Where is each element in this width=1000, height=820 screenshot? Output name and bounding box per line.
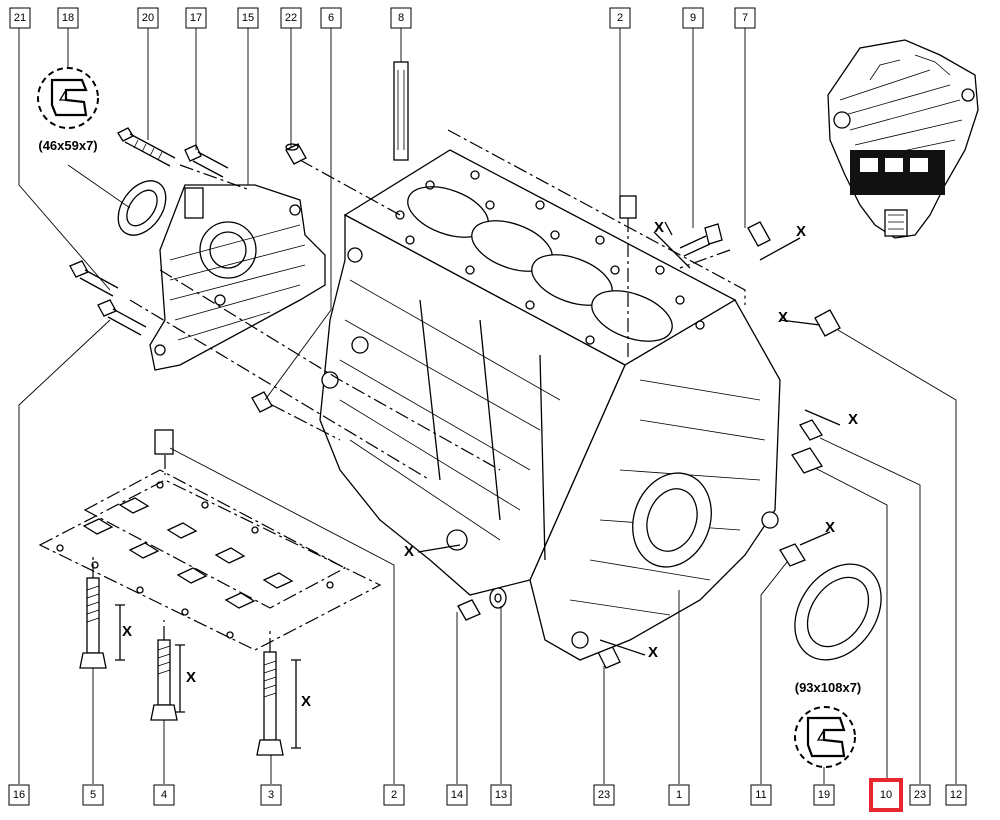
callout-23-a: 23 (593, 784, 615, 806)
dimension-marks: X X X X X X X X X X (122, 219, 858, 710)
callout-20: 20 (137, 7, 159, 29)
seal-ring-large (794, 563, 882, 661)
svg-text:1: 1 (676, 789, 682, 801)
bearing-shim-sheet (38, 469, 382, 651)
svg-text:13: 13 (495, 789, 507, 801)
bolt-21 (69, 260, 119, 297)
svg-text:18: 18 (62, 12, 74, 24)
dim-mark-sleeve-7: X (796, 223, 806, 240)
plug-14 (457, 599, 481, 621)
svg-text:11: 11 (755, 789, 766, 801)
svg-text:23: 23 (598, 789, 610, 801)
sleeve-23 (799, 419, 823, 441)
svg-text:3: 3 (268, 789, 274, 801)
svg-text:15: 15 (242, 12, 254, 24)
callout-22: 22 (280, 7, 302, 29)
bolt-9 (679, 223, 723, 257)
callout-5: 5 (82, 784, 104, 806)
svg-text:8: 8 (398, 12, 404, 24)
leader-lines (18, 28, 957, 784)
svg-text:22: 22 (285, 12, 297, 24)
dim-mark-bolt-5: X (122, 623, 132, 640)
callout-23-b: 23 (909, 784, 931, 806)
seal-size-large-label: (93x108x7) (795, 680, 862, 695)
callout-2-bottom: 2 (383, 784, 405, 806)
svg-text:17: 17 (190, 12, 202, 24)
callout-21: 21 (9, 7, 31, 29)
dim-mark-sleeve-23-bottom: X (648, 644, 658, 661)
svg-text:2: 2 (617, 12, 623, 24)
callout-7: 7 (734, 7, 756, 29)
sleeve-11 (779, 543, 806, 567)
bolt-17 (184, 144, 229, 178)
callout-18: 18 (57, 7, 79, 29)
cylinder-block (319, 149, 781, 661)
callout-8: 8 (390, 7, 412, 29)
bush-10 (791, 447, 823, 474)
bearing-bolt-5 (79, 577, 107, 669)
callout-11: 11 (750, 784, 772, 806)
seal-symbol-small (37, 67, 99, 129)
seal-symbol-large (794, 706, 856, 768)
engine-thumbnail-image (827, 39, 979, 239)
callout-12: 12 (945, 784, 967, 806)
assembly-axes (92, 129, 746, 652)
svg-text:21: 21 (14, 12, 26, 24)
callout-15: 15 (237, 7, 259, 29)
dim-mark-sleeve-12: X (778, 309, 788, 326)
callout-13: 13 (490, 784, 512, 806)
callout-4: 4 (153, 784, 175, 806)
dowel-2-top (619, 195, 637, 219)
callout-19: 19 (813, 784, 835, 806)
callout-2-top: 2 (609, 7, 631, 29)
end-cover-plate (149, 184, 326, 371)
svg-text:23: 23 (914, 789, 926, 801)
dim-mark-block: X (404, 543, 414, 560)
callout-6: 6 (320, 7, 342, 29)
svg-text:10: 10 (880, 789, 892, 801)
dowel-6 (251, 391, 273, 413)
dowel-8 (393, 61, 409, 161)
sleeve-7 (747, 221, 771, 247)
svg-text:2: 2 (391, 789, 397, 801)
svg-text:20: 20 (142, 12, 154, 24)
svg-text:6: 6 (328, 12, 334, 24)
svg-text:9: 9 (690, 12, 696, 24)
svg-text:12: 12 (950, 789, 962, 801)
seal-ring-small (117, 180, 167, 236)
dim-mark-bolt-3: X (301, 693, 311, 710)
dim-mark-bolt-4: X (186, 669, 196, 686)
svg-text:14: 14 (451, 789, 463, 801)
dimension-lines (115, 221, 841, 749)
svg-text:7: 7 (742, 12, 748, 24)
bolt-20 (117, 127, 176, 167)
bolt-16 (97, 299, 147, 336)
svg-text:19: 19 (818, 789, 830, 801)
seal-size-small-label: (46x59x7) (38, 138, 97, 153)
callout-3: 3 (260, 784, 282, 806)
svg-text:4: 4 (161, 789, 167, 801)
callout-10-highlighted[interactable]: 10 (869, 778, 903, 812)
sleeve-12 (814, 309, 841, 337)
callout-17: 17 (185, 7, 207, 29)
svg-text:5: 5 (90, 789, 96, 801)
bearing-bolt-4 (150, 639, 178, 721)
dim-mark-bolt-9: X (654, 219, 664, 236)
callout-16: 16 (8, 784, 30, 806)
callout-1: 1 (668, 784, 690, 806)
dim-mark-sleeve-23: X (848, 411, 858, 428)
dim-mark-sleeve-11: X (825, 519, 835, 536)
bearing-bolt-3 (256, 651, 284, 756)
dowel-22 (285, 143, 307, 165)
callout-14: 14 (446, 784, 468, 806)
callout-9: 9 (682, 7, 704, 29)
washer-13 (489, 587, 507, 609)
dowel-2-bottom (154, 429, 174, 455)
svg-text:16: 16 (13, 789, 25, 801)
